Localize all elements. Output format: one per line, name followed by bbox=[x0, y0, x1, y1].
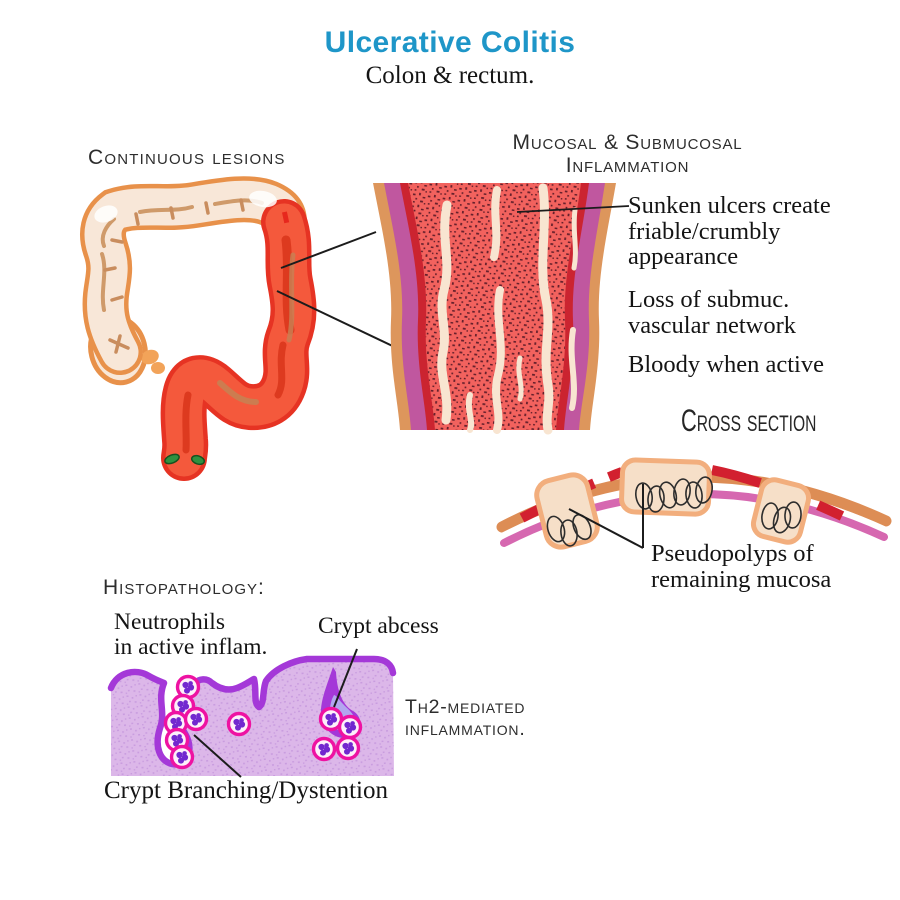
crypt-abscess-label: Crypt abcess bbox=[318, 613, 439, 639]
annotation-line: Neutrophils bbox=[114, 609, 225, 635]
continuous-lesions-label: Continuous lesions bbox=[88, 146, 286, 169]
annotation-line: remaining mucosa bbox=[651, 565, 832, 593]
annotation-line: Bloody when active bbox=[628, 351, 824, 378]
cross-section-illustration bbox=[496, 457, 892, 550]
annotation-line: vascular network bbox=[628, 311, 797, 339]
page-subtitle: Colon & rectum. bbox=[365, 62, 535, 89]
pseudopolyps-label: Pseudopolyps of remaining mucosa bbox=[651, 541, 831, 592]
annotation-line: Loss of submuc. bbox=[628, 286, 790, 313]
heading-line: Inflammation bbox=[565, 154, 690, 177]
annotation-line: appearance bbox=[628, 243, 739, 271]
cross-section-heading: Cross section bbox=[681, 403, 817, 438]
mucosal-submucosal-heading: Mucosal & Submucosal Inflammation bbox=[455, 131, 800, 177]
heading-line: Mucosal & Submucosal bbox=[512, 131, 743, 154]
colon-illustration bbox=[80, 176, 317, 481]
bloody-when-active-annotation: Bloody when active bbox=[628, 352, 824, 378]
page-title: Ulcerative Colitis bbox=[324, 26, 576, 59]
annotation-line: in active inflam. bbox=[114, 633, 268, 660]
vascular-network-annotation: Loss of submuc. vascular network bbox=[628, 287, 796, 338]
zoom-connector-lines bbox=[276, 231, 404, 352]
crypt-branching-label: Crypt Branching/Dystention bbox=[104, 777, 388, 804]
annotation-line: Th2-mediated bbox=[405, 696, 526, 718]
sunken-ulcers-annotation: Sunken ulcers create friable/crumbly app… bbox=[628, 193, 831, 270]
th2-mediated-label: Th2-mediated inflammation. bbox=[405, 696, 526, 740]
annotation-line: friable/crumbly bbox=[628, 217, 781, 245]
annotation-line: Sunken ulcers create bbox=[628, 192, 831, 219]
annotation-line: Pseudopolyps of bbox=[651, 540, 814, 567]
pseudopolyp bbox=[534, 457, 812, 550]
neutrophils-label: Neutrophils in active inflam. bbox=[114, 610, 267, 659]
tissue-wall-illustration bbox=[373, 183, 630, 435]
histopathology-heading: Histopathology: bbox=[103, 576, 265, 599]
histopathology-illustration bbox=[107, 648, 397, 778]
annotation-line: inflammation. bbox=[405, 718, 526, 740]
